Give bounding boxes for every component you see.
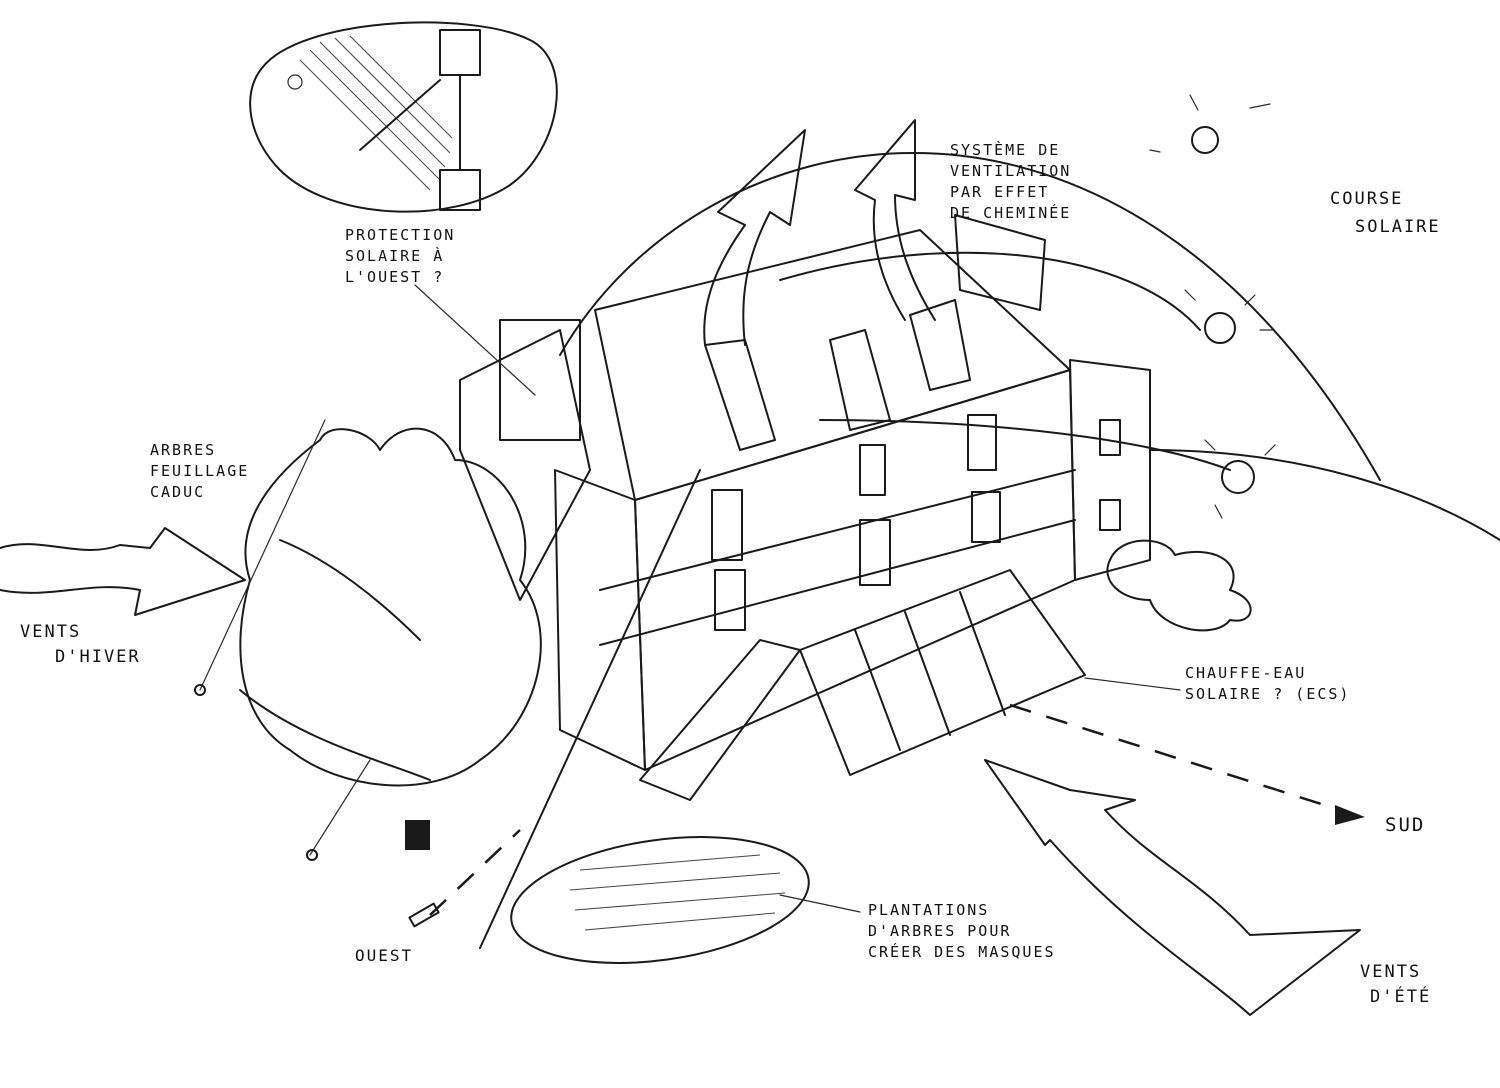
label-protection-solaire: PROTECTION SOLAIRE À L'OUEST ? (345, 225, 455, 288)
label-vents-hiver: VENTS D'HIVER (20, 620, 141, 670)
label-line: L'OUEST ? (345, 267, 455, 288)
label-line: VENTS (20, 620, 141, 645)
label-line: SOLAIRE (1330, 213, 1441, 241)
label-line: SOLAIRE ? (ECS) (1185, 684, 1350, 705)
label-vents-ete: VENTS D'ÉTÉ (1360, 960, 1431, 1010)
label-line: ARBRES (150, 440, 249, 461)
label-line: CADUC (150, 482, 249, 503)
label-line: PAR EFFET (950, 182, 1071, 203)
deciduous-trees (240, 429, 541, 850)
west-axis (480, 470, 700, 948)
label-plantations: PLANTATIONS D'ARBRES POUR CRÉER DES MASQ… (868, 900, 1056, 963)
shading-detail-inset (250, 22, 557, 211)
label-line: SOLAIRE À (345, 246, 455, 267)
label-line: DE CHEMINÉE (950, 203, 1071, 224)
label-line: COURSE (1330, 185, 1441, 213)
label-line: VENTS (1360, 960, 1431, 985)
ventilation-arrow-left (704, 130, 805, 345)
label-line: CRÉER DES MASQUES (868, 942, 1056, 963)
house (460, 215, 1150, 800)
winter-wind-arrow (0, 528, 245, 615)
label-line: SYSTÈME DE (950, 140, 1071, 161)
label-line: VENTILATION (950, 161, 1071, 182)
south-axis (1010, 705, 1340, 810)
label-chauffe-eau: CHAUFFE-EAU SOLAIRE ? (ECS) (1185, 663, 1350, 705)
sun-icon-high (1150, 95, 1270, 153)
label-line: PROTECTION (345, 225, 455, 246)
label-line: PLANTATIONS (868, 900, 1056, 921)
sun-icon-mid (1185, 290, 1272, 343)
label-line: D'HIVER (20, 645, 141, 670)
label-ouest: OUEST (355, 945, 413, 966)
sun-icon-inset (288, 75, 302, 89)
plantation-area (503, 820, 817, 981)
label-line: D'ÉTÉ (1360, 985, 1431, 1010)
label-ventilation: SYSTÈME DE VENTILATION PAR EFFET DE CHEM… (950, 140, 1071, 224)
ventilation-arrow-right (855, 120, 935, 320)
label-line: CHAUFFE-EAU (1185, 663, 1350, 684)
label-line: FEUILLAGE (150, 461, 249, 482)
label-line: D'ARBRES POUR (868, 921, 1056, 942)
solar-course-arc-mid (780, 253, 1200, 330)
solar-course-arc-low-2 (1150, 450, 1500, 540)
label-arbres-caduc: ARBRES FEUILLAGE CADUC (150, 440, 249, 503)
label-course-solaire: COURSE SOLAIRE (1330, 185, 1441, 241)
bushes (1107, 541, 1250, 631)
label-sud: SUD (1385, 815, 1425, 836)
